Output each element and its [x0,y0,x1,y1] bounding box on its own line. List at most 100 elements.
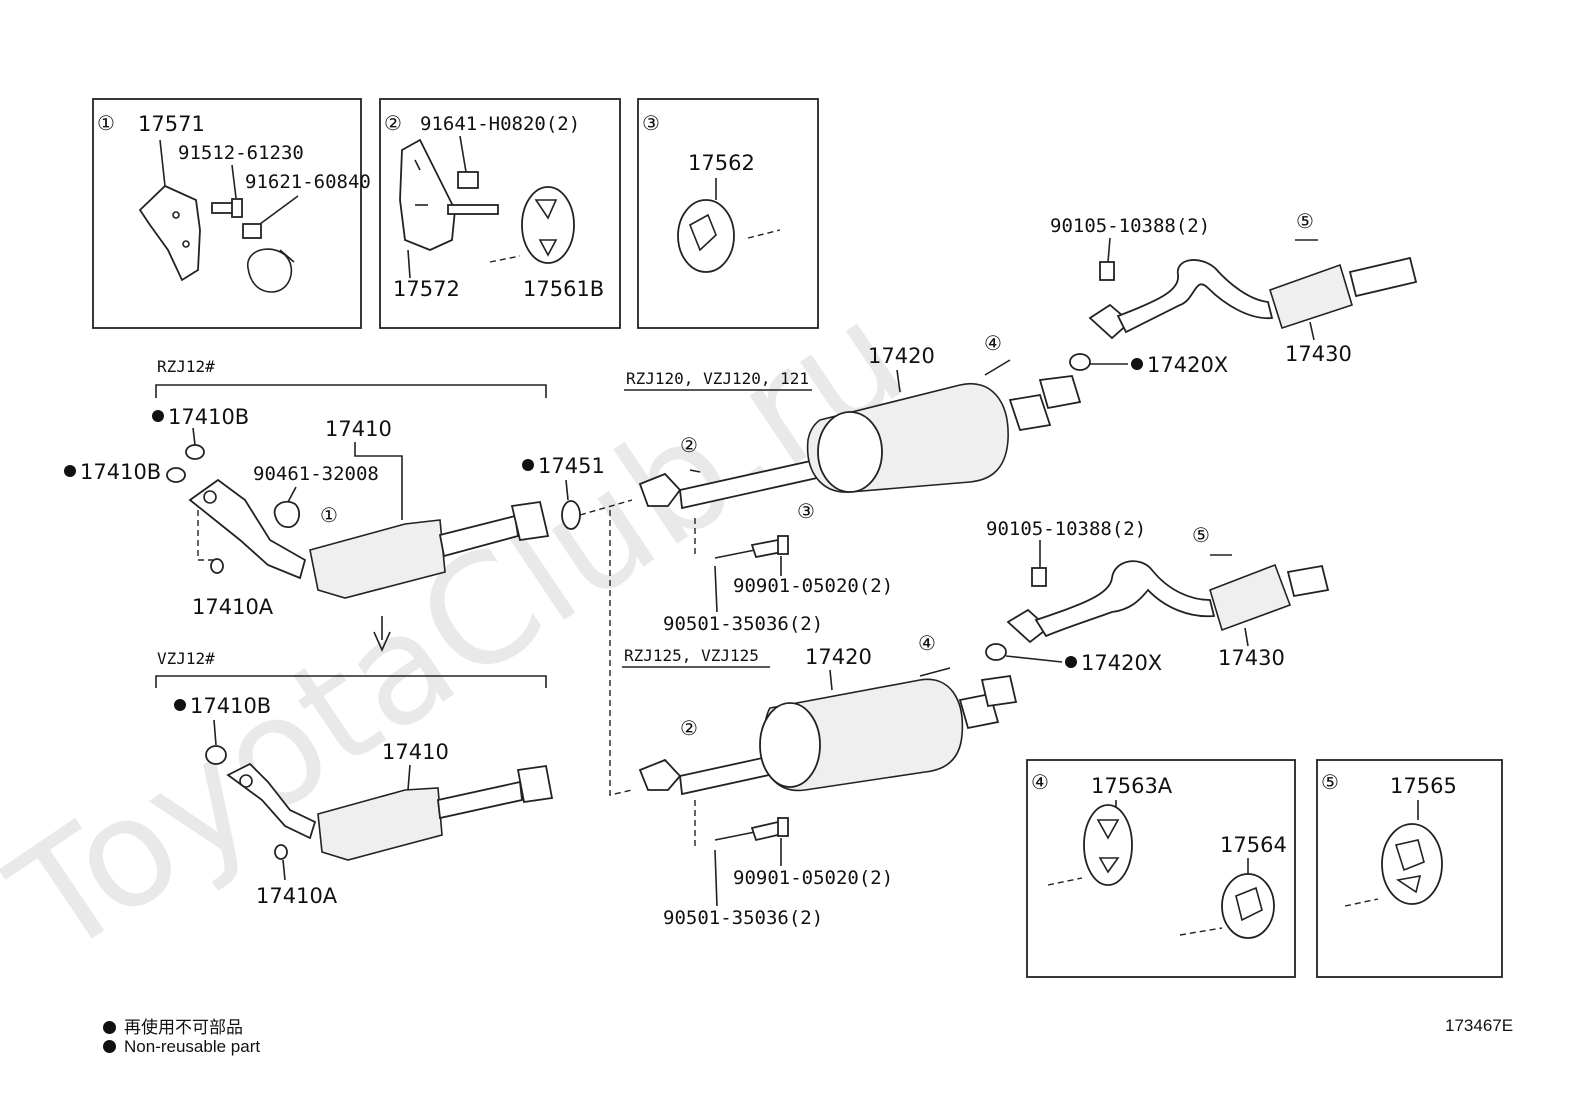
bullet-icon [103,1021,116,1034]
nonreusable-dot [522,459,534,471]
label-17420-upper: 17420 [868,344,935,368]
label-17410-vzj: 17410 [382,740,449,764]
marker-4-lower: ④ [918,631,936,655]
label-17410-top: 17410 [325,417,392,441]
label-17410B-top: 17410B [168,405,249,429]
connector-dashed [579,499,633,796]
label-17420X-lower: 17420X [1081,651,1162,675]
label-17562: 17562 [688,151,755,175]
label-91512-61230: 91512-61230 [178,142,304,164]
change-arrow [373,616,391,652]
marker-5-upper: ⑤ [1296,209,1314,233]
hanger-17562 [677,199,781,273]
hanger-17563A [1047,804,1133,886]
gasket-17420X-lower [985,643,1007,661]
label-17563A: 17563A [1091,774,1173,798]
label-90901-lower: 90901-05020(2) [733,867,893,889]
clamp-sketch [247,248,295,293]
nut-17410A-vzj [274,844,288,860]
bracket-17572 [399,138,499,251]
bullet-icon [103,1040,116,1053]
bolt-91512 [211,164,243,218]
label-91621-60840: 91621-60840 [245,171,371,193]
label-90501-upper: 90501-35036(2) [663,613,823,635]
nut-91621 [242,195,299,239]
label-17410B-left: 17410B [80,460,161,484]
variant-rzj120: RZJ120, VZJ120, 121 [626,369,809,388]
legend-jp-text: 再使用不可部品 [124,1018,243,1037]
marker-2-lower: ② [680,716,698,740]
variant-rzj125: RZJ125, VZJ125 [624,646,759,665]
legend-en: Non-reusable part [103,1037,260,1057]
detail-box-3 [637,98,819,329]
nut-17410A-rzj [210,558,224,574]
marker-5-box: ⑤ [1321,770,1339,794]
label-17561B: 17561B [523,277,604,301]
detail-box-2 [379,98,621,329]
bolt-91641 [457,135,479,189]
bracket-17571 [138,139,201,282]
hanger-17561B [489,186,575,264]
label-17420X-upper: 17420X [1147,353,1228,377]
front-pipe-17410-vzj [226,762,554,861]
detail-box-5 [1316,759,1503,978]
bolt-spring-lower [714,817,789,842]
marker-4-upper: ④ [984,331,1002,355]
label-17430-lower: 17430 [1218,646,1285,670]
marker-4-box: ④ [1031,770,1049,794]
nonreusable-dot [174,699,186,711]
label-17564: 17564 [1220,833,1287,857]
label-17565: 17565 [1390,774,1457,798]
hanger-17565 [1344,823,1443,907]
label-90901-upper: 90901-05020(2) [733,575,893,597]
bolt-spring-upper [714,535,789,559]
front-pipe-17410-rzj [188,478,550,599]
gasket-17420X-upper [1069,353,1091,371]
variant-rzj12: RZJ12# [157,357,215,376]
label-17572: 17572 [393,277,460,301]
gasket-17410B-a [185,444,205,460]
diagram-code: 173467E [1445,1016,1514,1035]
label-17430-upper: 17430 [1285,342,1352,366]
tail-pipe-17430-lower [1006,554,1330,644]
legend-jp: 再使用不可部品 [103,1013,243,1038]
legend-en-text: Non-reusable part [124,1037,261,1056]
label-17451: 17451 [538,454,605,478]
label-90105-lower: 90105-10388(2) [986,518,1146,540]
gasket-17410B-vzj [205,745,227,765]
marker-2-upper: ② [680,433,698,457]
variant-vzj12: VZJ12# [157,649,215,668]
label-17420-lower: 17420 [805,645,872,669]
gasket-17451 [561,500,581,530]
nonreusable-dot [152,410,164,422]
clamp-1-callout [273,486,301,528]
bolt-90105-lower [1031,567,1047,587]
hanger-17564 [1179,873,1275,939]
marker-2: ② [384,111,402,135]
marker-5-lower: ⑤ [1192,523,1210,547]
detail-box-4 [1026,759,1296,978]
label-17410B-vzj: 17410B [190,694,271,718]
center-muffler-lower [638,667,1018,796]
center-muffler-upper [638,359,1082,510]
label-90501-lower: 90501-35036(2) [663,907,823,929]
nonreusable-dot [1065,656,1077,668]
detail-box-1 [92,98,362,329]
marker-1-callout: ① [320,503,338,527]
gasket-17410B-b [166,467,186,483]
label-17410A-vzj: 17410A [256,884,338,908]
tail-pipe-17430-upper [1088,239,1418,340]
label-17571: 17571 [138,112,205,136]
marker-3-callout: ③ [797,499,815,523]
bolt-90105-upper [1099,261,1115,281]
marker-1: ① [97,111,115,135]
nonreusable-dot [1131,358,1143,370]
nonreusable-dot [64,465,76,477]
label-90461-32008: 90461-32008 [253,463,379,485]
label-91641-H0820: 91641-H0820(2) [420,113,580,135]
label-90105-upper: 90105-10388(2) [1050,215,1210,237]
marker-3: ③ [642,111,660,135]
label-17410A-rzj: 17410A [192,595,274,619]
